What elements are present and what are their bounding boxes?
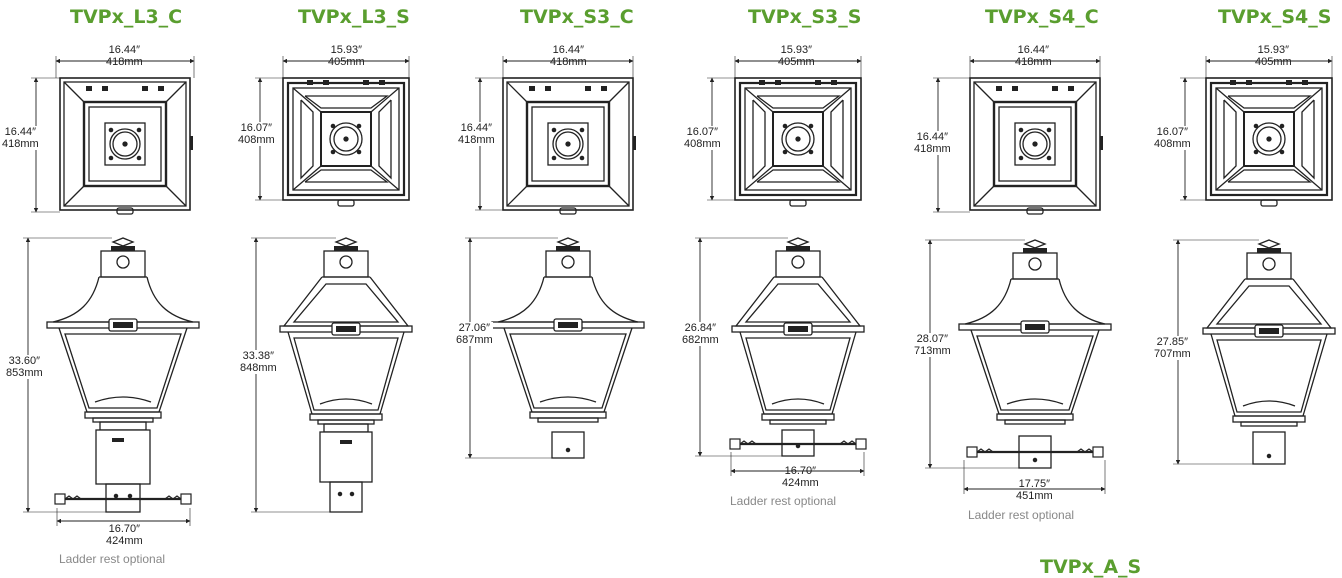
model-title-s3s: TVPx_S3_S <box>748 6 862 28</box>
dim-s3s-base-width: 16.70″424mm <box>782 465 819 489</box>
model-title-l3s: TVPx_L3_S <box>298 6 410 28</box>
dim-s3c-side-height: 27.06″687mm <box>456 322 493 346</box>
dim-s3s-top-width: 15.93″405mm <box>778 44 815 68</box>
dim-s4c-top-height: 16.44″418mm <box>914 131 951 155</box>
note-s3s-ladder-rest: Ladder rest optional <box>730 494 837 508</box>
dim-l3c-side-height: 33.60″853mm <box>6 355 43 379</box>
dim-l3s-side-height: 33.38″848mm <box>240 350 277 374</box>
note-l3c-ladder-rest: Ladder rest optional <box>59 552 166 566</box>
note-s4c-ladder-rest: Ladder rest optional <box>968 508 1075 522</box>
dim-l3c-base-width: 16.70″424mm <box>106 523 143 547</box>
dim-l3c-top-width: 16.44″418mm <box>106 44 143 68</box>
dim-s3s-top-height: 16.07″408mm <box>684 126 721 150</box>
model-title-l3c: TVPx_L3_C <box>70 6 183 28</box>
dim-s3c-top-height: 16.44″418mm <box>458 122 495 146</box>
dim-l3s-top-width: 15.93″405mm <box>328 44 365 68</box>
dim-s4c-top-width: 16.44″418mm <box>1015 44 1052 68</box>
dim-s4s-top-width: 15.93″405mm <box>1255 44 1292 68</box>
dim-l3c-top-height: 16.44″418mm <box>2 126 39 150</box>
model-title-s4c: TVPx_S4_C <box>985 6 1099 28</box>
dim-s4s-top-height: 16.07″408mm <box>1154 126 1191 150</box>
dim-s4c-side-height: 28.07″713mm <box>914 333 951 357</box>
dim-s3s-side-height: 26.84″682mm <box>682 322 719 346</box>
dim-s4s-side-height: 27.85″707mm <box>1154 336 1191 360</box>
dim-s3c-top-width: 16.44″418mm <box>550 44 587 68</box>
dim-l3s-top-height: 16.07″408mm <box>238 122 275 146</box>
model-title-s3c: TVPx_S3_C <box>520 6 634 28</box>
model-title-s4s: TVPx_S4_S <box>1218 6 1332 28</box>
dim-s4c-base-width: 17.75″451mm <box>1016 478 1053 502</box>
